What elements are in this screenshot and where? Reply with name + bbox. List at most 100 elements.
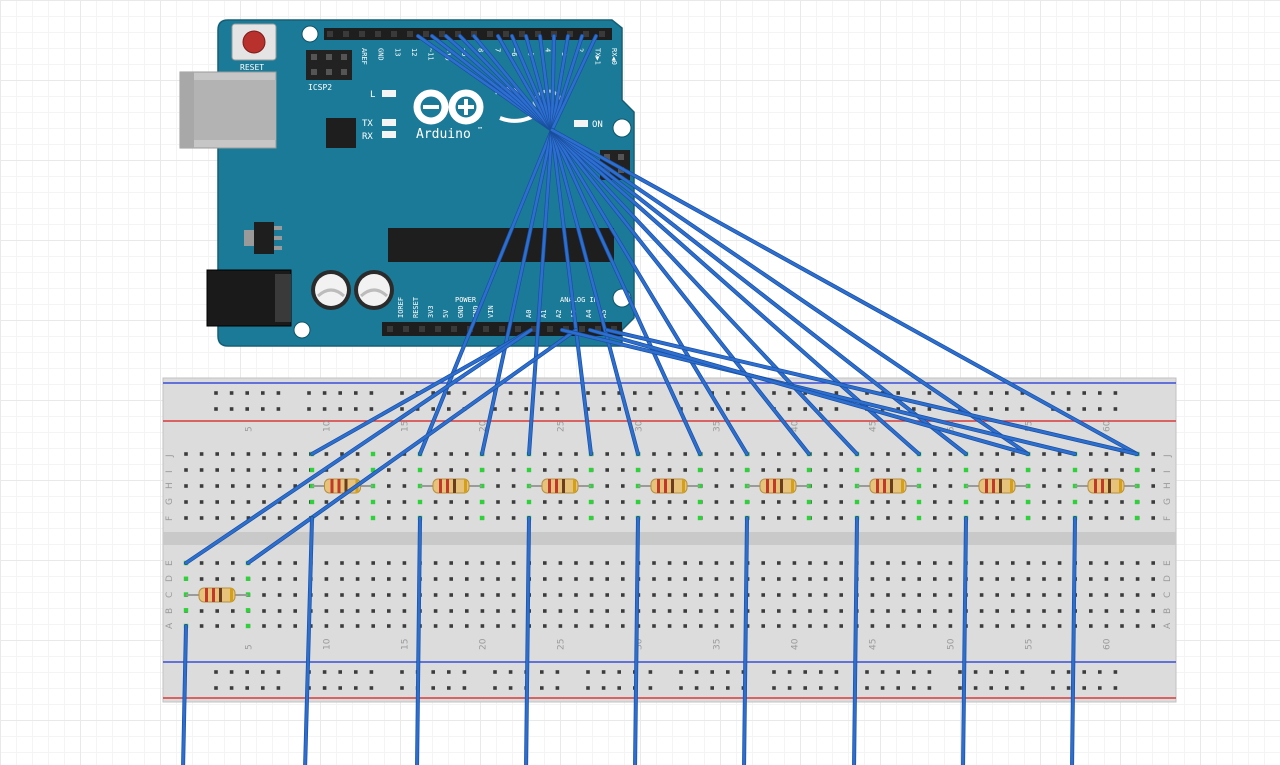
- breadboard-hole[interactable]: [574, 624, 578, 628]
- breadboard-hole[interactable]: [667, 452, 672, 456]
- rail-hole[interactable]: [462, 391, 467, 395]
- rail-hole[interactable]: [354, 391, 358, 395]
- rail-hole[interactable]: [1005, 407, 1009, 411]
- rail-hole[interactable]: [880, 670, 885, 674]
- breadboard-hole[interactable]: [324, 577, 329, 581]
- breadboard-hole[interactable]: [543, 561, 547, 565]
- jumper-wire[interactable]: [510, 34, 554, 132]
- rail-hole[interactable]: [896, 670, 900, 674]
- jumper-wire[interactable]: [550, 128, 1030, 456]
- rail-hole[interactable]: [322, 407, 327, 411]
- breadboard-hole[interactable]: [433, 561, 438, 565]
- breadboard-hole[interactable]: [777, 516, 781, 520]
- header-pin[interactable]: [503, 31, 509, 37]
- breadboard-hole[interactable]: [839, 516, 843, 520]
- breadboard-hole[interactable]: [652, 468, 656, 472]
- breadboard-hole[interactable]: [948, 516, 953, 520]
- breadboard-hole[interactable]: [839, 624, 843, 628]
- header-pin[interactable]: [391, 31, 397, 37]
- breadboard-hole[interactable]: [1135, 609, 1140, 613]
- breadboard-hole[interactable]: [1151, 500, 1155, 504]
- breadboard-hole[interactable]: [574, 561, 578, 565]
- breadboard-hole[interactable]: [402, 516, 407, 520]
- breadboard-hole[interactable]: [714, 593, 719, 597]
- breadboard-hole[interactable]: [683, 561, 687, 565]
- jumper-wire[interactable]: [550, 128, 811, 456]
- breadboard-hole[interactable]: [558, 561, 563, 565]
- breadboard-hole[interactable]: [449, 516, 453, 520]
- rail-hole[interactable]: [648, 670, 653, 674]
- rail-hole[interactable]: [524, 391, 528, 395]
- breadboard-hole[interactable]: [1104, 468, 1109, 472]
- breadboard-hole[interactable]: [1042, 468, 1046, 472]
- breadboard-hole[interactable]: [1011, 593, 1015, 597]
- breadboard-hole[interactable]: [231, 624, 235, 628]
- breadboard-hole[interactable]: [886, 516, 890, 520]
- resistor[interactable]: [529, 478, 591, 494]
- breadboard-hole[interactable]: [340, 561, 344, 565]
- breadboard-hole[interactable]: [823, 577, 828, 581]
- breadboard-hole[interactable]: [714, 484, 719, 488]
- breadboard-hole[interactable]: [449, 452, 453, 456]
- breadboard-hole[interactable]: [1151, 624, 1155, 628]
- breadboard-hole[interactable]: [901, 577, 906, 581]
- rail-hole[interactable]: [555, 686, 560, 690]
- jumper-wire[interactable]: [303, 516, 314, 765]
- rail-hole[interactable]: [617, 670, 621, 674]
- rail-hole[interactable]: [431, 670, 435, 674]
- breadboard-hole[interactable]: [777, 468, 781, 472]
- breadboard-hole[interactable]: [1151, 609, 1155, 613]
- rail-hole[interactable]: [834, 670, 839, 674]
- header-pin[interactable]: [483, 326, 489, 332]
- breadboard-hole[interactable]: [387, 452, 391, 456]
- breadboard-hole[interactable]: [1026, 624, 1031, 628]
- breadboard-hole[interactable]: [1089, 609, 1093, 613]
- rail-hole[interactable]: [772, 686, 776, 690]
- breadboard-hole[interactable]: [823, 609, 828, 613]
- breadboard-hole[interactable]: [901, 609, 906, 613]
- breadboard-hole[interactable]: [714, 500, 719, 504]
- breadboard-hole[interactable]: [215, 561, 219, 565]
- rail-hole[interactable]: [1020, 391, 1025, 395]
- breadboard-hole[interactable]: [933, 609, 937, 613]
- breadboard-hole[interactable]: [995, 468, 999, 472]
- resistor[interactable]: [747, 478, 809, 494]
- jumper-wire[interactable]: [550, 128, 968, 456]
- rail-hole[interactable]: [601, 407, 606, 411]
- rail-hole[interactable]: [431, 686, 435, 690]
- breadboard-hole[interactable]: [792, 561, 797, 565]
- breadboard-hole[interactable]: [792, 624, 797, 628]
- resistor[interactable]: [186, 587, 248, 603]
- breadboard-hole[interactable]: [215, 500, 219, 504]
- rail-hole[interactable]: [493, 686, 497, 690]
- breadboard-hole[interactable]: [387, 516, 391, 520]
- breadboard-hole[interactable]: [293, 577, 297, 581]
- breadboard-hole[interactable]: [589, 577, 594, 581]
- jumper-wire[interactable]: [550, 128, 702, 456]
- breadboard-hole[interactable]: [683, 577, 687, 581]
- breadboard-hole[interactable]: [901, 452, 906, 456]
- breadboard-hole[interactable]: [262, 484, 266, 488]
- breadboard-hole[interactable]: [480, 577, 485, 581]
- rail-hole[interactable]: [338, 391, 342, 395]
- rail-hole[interactable]: [1082, 407, 1086, 411]
- breadboard-hole[interactable]: [870, 609, 875, 613]
- breadboard-hole[interactable]: [886, 577, 890, 581]
- breadboard-hole[interactable]: [1089, 593, 1093, 597]
- breadboard-hole[interactable]: [730, 452, 734, 456]
- breadboard-hole[interactable]: [761, 500, 765, 504]
- breadboard-hole[interactable]: [839, 468, 843, 472]
- breadboard-hole[interactable]: [324, 516, 329, 520]
- breadboard-hole[interactable]: [1042, 624, 1046, 628]
- jumper-wire[interactable]: [550, 34, 570, 132]
- breadboard-hole[interactable]: [792, 500, 797, 504]
- breadboard-hole[interactable]: [1151, 577, 1155, 581]
- rail-hole[interactable]: [1005, 391, 1009, 395]
- breadboard-hole[interactable]: [667, 561, 672, 565]
- rail-hole[interactable]: [989, 686, 993, 690]
- jumper-wire[interactable]: [1070, 516, 1077, 765]
- breadboard-hole[interactable]: [839, 500, 843, 504]
- rail-hole[interactable]: [261, 686, 265, 690]
- breadboard-hole[interactable]: [371, 593, 375, 597]
- breadboard-hole[interactable]: [558, 593, 563, 597]
